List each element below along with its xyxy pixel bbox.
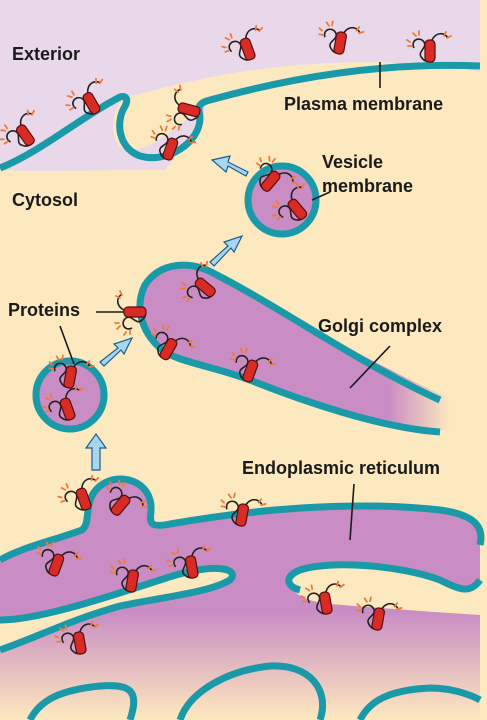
- transport-arrows: [84, 155, 249, 471]
- er-tubule-1: [26, 682, 138, 720]
- proteins-leader-2: [59, 325, 75, 365]
- leader-lines: [59, 62, 391, 541]
- er-tubule-3: [356, 684, 482, 720]
- golgi-complex-label: Golgi complex: [318, 316, 442, 336]
- vesicle-membrane-shape: [244, 162, 320, 238]
- er-lumen: [0, 478, 480, 720]
- arrow-golgi-to-vesicle: [209, 234, 244, 267]
- golgi-membrane-lower: [157, 345, 441, 436]
- cytosol-label: Cytosol: [12, 190, 78, 210]
- plasma-membrane: [0, 61, 481, 172]
- er-leader: [349, 483, 355, 541]
- proteins-label: Proteins: [8, 300, 80, 320]
- arrow-vesicle-to-golgi: [99, 336, 134, 367]
- golgi-leader: [349, 345, 391, 389]
- exterior-label: Exterior: [12, 44, 80, 64]
- vesicle-membrane-label-line2: membrane: [322, 176, 413, 196]
- endoplasmic-reticulum-label: Endoplasmic reticulum: [242, 458, 440, 478]
- golgi-membrane-upper: [136, 261, 442, 404]
- vesicle-membrane-leader: [311, 191, 331, 201]
- er-membrane-middle: [0, 564, 236, 654]
- arrow-vesicle-to-membrane: [210, 155, 249, 177]
- arrow-er-to-vesicle: [84, 432, 108, 471]
- golgi-lumen: [138, 264, 451, 430]
- transport-vesicle: [32, 357, 108, 433]
- er-membrane-top: [0, 475, 485, 564]
- plasma-membrane-label: Plasma membrane: [284, 94, 443, 114]
- vesicle-membrane-label-line1: Vesicle: [322, 152, 383, 172]
- er-membrane-right: [285, 561, 483, 594]
- exterior-region: [0, 0, 480, 171]
- er-tubule-2: [176, 662, 327, 720]
